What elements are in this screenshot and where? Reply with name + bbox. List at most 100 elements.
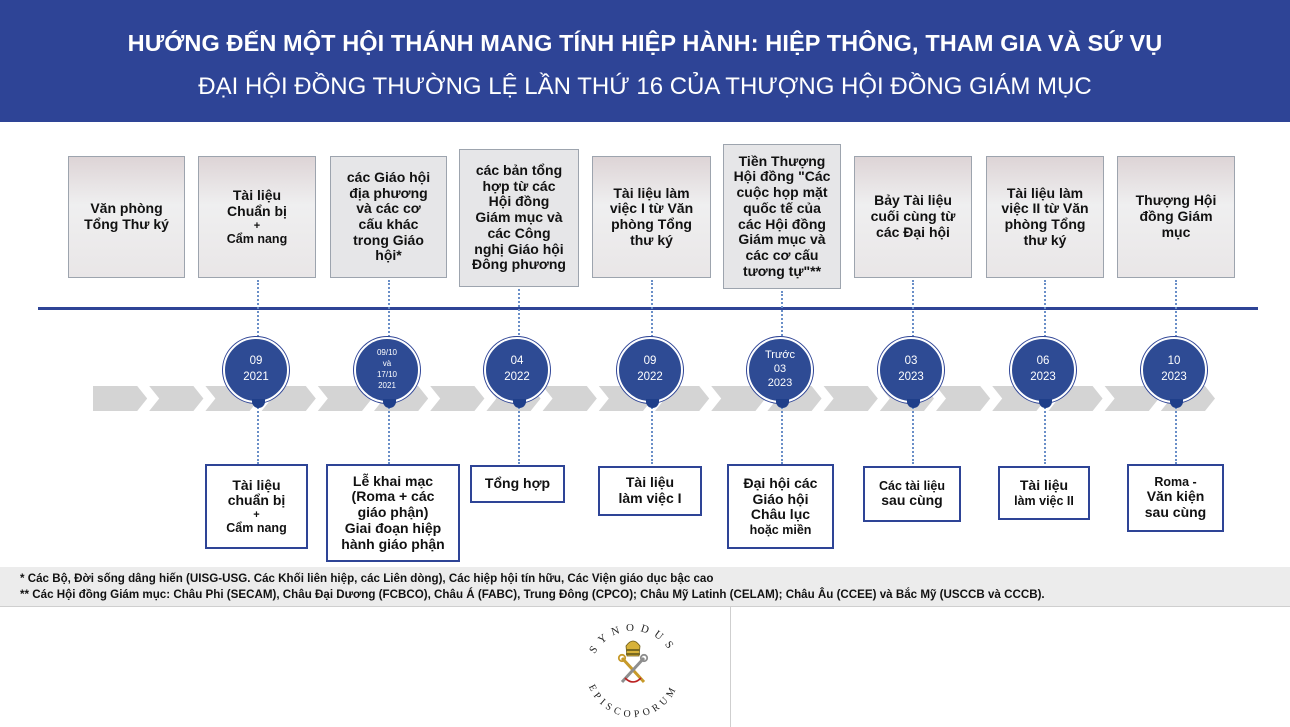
page-subtitle: ĐẠI HỘI ĐỒNG THƯỜNG LỆ LẦN THỨ 16 CỦA TH…	[198, 73, 1092, 100]
top-box-line: nghị Giáo hội	[474, 240, 564, 257]
connector-dotted	[388, 280, 390, 340]
bottom-box-line: Tài liệu	[1019, 477, 1069, 494]
top-box-line: Giám mục và	[738, 231, 826, 248]
top-box-line: thư ký	[630, 231, 673, 248]
top-box-line: và các cơ	[356, 200, 421, 217]
bottom-box-line: hành giáo phận	[341, 535, 445, 552]
date-text: 09	[249, 355, 263, 368]
connector-dotted	[1175, 404, 1177, 464]
page-title: HƯỚNG ĐẾN MỘT HỘI THÁNH MANG TÍNH HIỆP H…	[127, 30, 1163, 56]
date-text: 2021	[378, 380, 396, 390]
date-text: 2023	[1161, 371, 1187, 383]
connector-dotted	[781, 404, 783, 464]
bottom-box-line: Tài liệu	[625, 474, 675, 491]
date-text: 06	[1036, 355, 1050, 368]
top-box-line: Đông phương	[472, 256, 566, 273]
top-box-line: hội*	[375, 247, 402, 264]
top-box-line: cuộc họp mặt	[736, 184, 828, 201]
bottom-box-line: hoặc miền	[749, 523, 812, 537]
connector-dotted	[912, 404, 914, 464]
top-box-line: Hội đồng	[488, 193, 550, 210]
footer-divider	[0, 606, 1290, 607]
top-box-line: việc I từ Văn	[609, 200, 694, 217]
date-text: 2021	[243, 371, 269, 383]
top-box-line: Cẩm nang	[226, 231, 288, 246]
date-text: 2023	[767, 376, 793, 389]
top-box-line: hợp từ các	[482, 177, 556, 194]
top-box-line: phòng Tổng	[611, 216, 692, 232]
bottom-box-3: Tổng hợp	[470, 465, 565, 503]
top-box-line: các Giáo hội	[346, 168, 431, 185]
bottom-box-line: sau cùng	[881, 492, 943, 509]
timeline-pin	[776, 399, 789, 408]
date-text: 04	[510, 355, 524, 368]
top-box-line: Chuẩn bị	[227, 202, 287, 219]
bottom-box-line: Văn kiện	[1146, 488, 1205, 505]
top-box-line: Tổng Thư ký	[84, 216, 169, 232]
timeline-pin	[646, 399, 659, 408]
arrow-chevron	[1104, 386, 1159, 411]
top-box-line: các Công	[487, 224, 551, 241]
arrow-chevron	[936, 386, 991, 411]
connector-dotted	[518, 289, 520, 339]
date-circle-8: 10 2023	[1141, 337, 1207, 403]
timeline-pin	[1039, 399, 1052, 408]
date-text: 2022	[637, 371, 663, 383]
connector-dotted	[1175, 280, 1177, 340]
top-box-line: Tài liệu làm	[613, 184, 690, 201]
arrow-chevron	[542, 386, 597, 411]
top-box-line: trong Giáo	[353, 231, 424, 248]
date-text: 17/10	[376, 370, 398, 379]
bottom-box-line: Lễ khai mạc	[352, 472, 434, 489]
bottom-box-line: Tổng hợp	[484, 475, 551, 492]
bottom-box-line: làm việc I	[618, 490, 682, 506]
timeline-pin	[252, 399, 265, 408]
bottom-box-line: làm việc II	[1014, 493, 1074, 508]
date-circle-1: 09 2021	[223, 337, 289, 403]
bottom-box-line: Tài liệu	[232, 476, 281, 493]
connector-dotted	[257, 280, 259, 340]
bottom-box-line: +	[253, 509, 260, 522]
bottom-box-line: Cẩm nang	[226, 521, 287, 536]
timeline-pin	[1170, 399, 1183, 408]
bottom-box-line: (Roma + các	[351, 488, 435, 505]
top-box-line: cuối cùng từ	[870, 208, 956, 225]
top-box-line: tương tự"**	[742, 262, 822, 279]
bottom-box-line: Roma -	[1154, 475, 1197, 490]
timeline-pin	[383, 399, 396, 408]
arrow-chevron	[823, 386, 878, 411]
arrow-chevron	[430, 386, 485, 411]
top-box-line: mục	[1161, 223, 1191, 240]
top-box-line: địa phương	[349, 184, 428, 201]
date-text: 2023	[1030, 371, 1056, 383]
papal-keys-tiara-icon	[617, 640, 649, 684]
top-box-line: phòng Tổng	[1004, 216, 1086, 232]
date-text: 09	[643, 355, 657, 368]
footnote-area: * Các Bộ, Đời sống dâng hiến (UISG-USG. …	[0, 567, 1290, 607]
footnote-2: ** Các Hội đồng Giám mục: Châu Phi (SECA…	[20, 588, 1045, 601]
timeline-pin	[513, 399, 526, 408]
top-box-line: các Đại hội	[876, 223, 950, 240]
date-text: 10	[1167, 355, 1181, 368]
bottom-box-line: sau cùng	[1144, 504, 1207, 520]
date-circle-4: 09 2022	[617, 337, 683, 403]
timeline-divider-line	[38, 307, 1258, 310]
top-box-line: +	[253, 219, 261, 232]
top-box-line: Giám mục và	[475, 209, 563, 226]
date-text: 03	[773, 363, 787, 376]
top-box-line: Văn phòng	[90, 200, 163, 217]
arrow-chevron	[93, 386, 148, 411]
top-box-line: quốc tế của	[743, 199, 821, 216]
top-box-line: đồng Giám	[1139, 208, 1213, 225]
date-text: 03	[904, 355, 918, 368]
